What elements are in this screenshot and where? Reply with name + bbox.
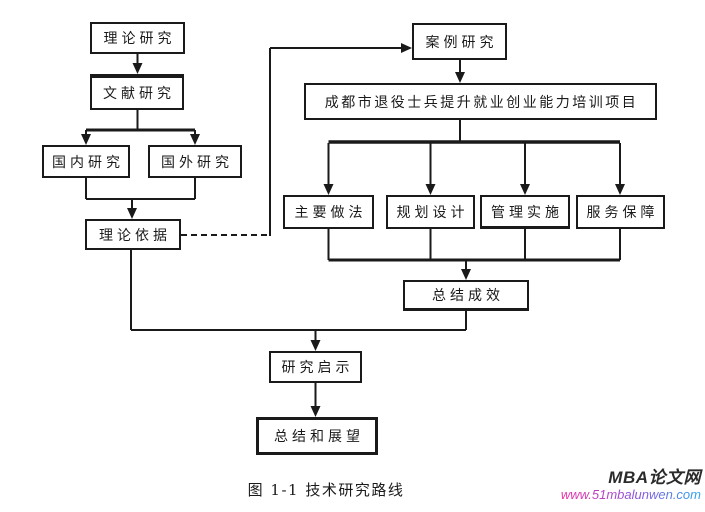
watermark-brand: MBA论文网 xyxy=(608,468,701,487)
node-theoretical-basis: 理论依据 xyxy=(85,219,181,250)
node-summary-results: 总结成效 xyxy=(403,280,529,311)
node-research-implications: 研究启示 xyxy=(269,351,362,383)
node-service-guarantee-label: 服务保障 xyxy=(586,205,659,221)
node-summary-outlook-label: 总结和展望 xyxy=(274,429,364,445)
node-case-study-label: 案例研究 xyxy=(425,34,498,51)
figure-caption: 图 1-1 技术研究路线 xyxy=(247,481,405,499)
connector-lines xyxy=(85,47,621,408)
node-foreign-research-label: 国外研究 xyxy=(161,154,233,171)
node-management-implementation: 管理实施 xyxy=(480,195,570,229)
node-summary-outlook: 总结和展望 xyxy=(256,417,378,455)
node-service-guarantee: 服务保障 xyxy=(576,195,665,229)
node-main-practices: 主要做法 xyxy=(283,195,374,229)
node-management-implementation-label: 管理实施 xyxy=(491,204,563,221)
node-training-project-label: 成都市退役士兵提升就业创业能力培训项目 xyxy=(324,94,639,111)
watermark: MBA论文网 www.51mbalunwen.com xyxy=(561,468,701,502)
arrowheads xyxy=(81,43,625,417)
node-training-project: 成都市退役士兵提升就业创业能力培训项目 xyxy=(304,83,657,120)
node-theoretical-basis-label: 理论依据 xyxy=(99,227,171,244)
node-planning-design: 规划设计 xyxy=(386,195,475,229)
node-domestic-research: 国内研究 xyxy=(42,145,130,178)
node-theory-research-label: 理论研究 xyxy=(103,31,176,47)
node-case-study: 案例研究 xyxy=(412,23,507,60)
node-literature-research-label: 文献研究 xyxy=(103,86,175,102)
node-summary-results-label: 总结成效 xyxy=(432,288,504,304)
node-foreign-research: 国外研究 xyxy=(148,145,242,178)
node-planning-design-label: 规划设计 xyxy=(396,205,469,221)
node-main-practices-label: 主要做法 xyxy=(294,205,367,221)
node-theory-research: 理论研究 xyxy=(90,22,185,54)
node-literature-research: 文献研究 xyxy=(90,74,184,110)
node-research-implications-label: 研究启示 xyxy=(281,360,354,376)
watermark-url: www.51mbalunwen.com xyxy=(560,486,701,502)
node-domestic-research-label: 国内研究 xyxy=(52,154,124,171)
